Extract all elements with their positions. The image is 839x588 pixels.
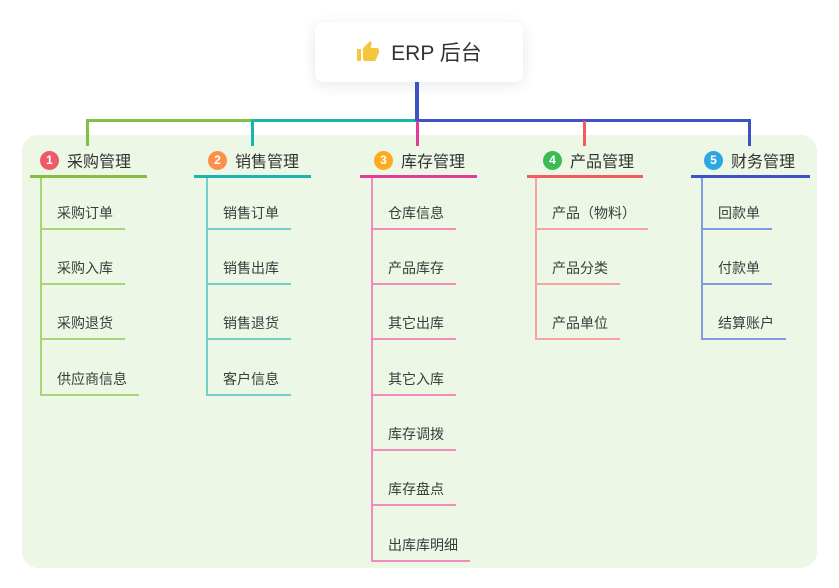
leaf-label: 出库库明细: [388, 537, 458, 553]
branch-spine: [40, 178, 42, 396]
branch-number-badge: 2: [208, 150, 227, 170]
leaf-node[interactable]: 仓库信息: [371, 200, 456, 230]
connector-spread-left: [86, 119, 254, 122]
leaf-node[interactable]: 结算账户: [701, 310, 786, 340]
leaf-node[interactable]: 销售出库: [206, 255, 291, 285]
branch-underline: [194, 175, 311, 178]
leaf-label: 仓库信息: [388, 205, 444, 221]
leaf-node[interactable]: 采购入库: [40, 255, 125, 285]
leaf-node[interactable]: 产品分类: [535, 255, 620, 285]
branch-node-3[interactable]: 3 库存管理: [374, 148, 465, 172]
leaf-node[interactable]: 库存调拨: [371, 421, 456, 451]
connector-drop-branch-5: [748, 119, 751, 146]
leaf-node[interactable]: 产品（物料）: [535, 200, 648, 230]
leaf-label: 采购入库: [57, 260, 113, 276]
branch-underline: [360, 175, 477, 178]
branch-spine: [371, 178, 373, 562]
leaf-node[interactable]: 其它出库: [371, 310, 456, 340]
branch-number-badge: 5: [704, 150, 723, 170]
root-title: ERP 后台: [391, 42, 482, 65]
leaf-node[interactable]: 采购订单: [40, 200, 125, 230]
branch-spine: [206, 178, 208, 396]
branch-underline: [691, 175, 810, 178]
leaf-label: 销售出库: [223, 260, 279, 276]
connector-drop-branch-2: [251, 119, 254, 146]
leaf-label: 库存调拨: [388, 426, 444, 442]
leaf-node[interactable]: 产品库存: [371, 255, 456, 285]
branch-node-4[interactable]: 4 产品管理: [543, 148, 634, 172]
leaf-node[interactable]: 库存盘点: [371, 476, 456, 506]
leaf-node[interactable]: 供应商信息: [40, 366, 139, 396]
leaf-label: 产品分类: [552, 260, 608, 276]
leaf-node[interactable]: 采购退货: [40, 310, 125, 340]
branch-label: 销售管理: [235, 154, 300, 171]
leaf-label: 供应商信息: [57, 371, 127, 387]
branch-spine: [535, 178, 537, 340]
leaf-node[interactable]: 回款单: [701, 200, 772, 230]
leaf-label: 客户信息: [223, 371, 279, 387]
leaf-label: 结算账户: [718, 315, 774, 331]
leaf-label: 付款单: [718, 260, 760, 276]
leaf-label: 销售退货: [223, 315, 279, 331]
leaf-label: 产品库存: [388, 260, 444, 276]
leaf-node[interactable]: 其它入库: [371, 366, 456, 396]
root-connector-line: [415, 82, 419, 121]
connector-drop-branch-4: [583, 121, 586, 146]
connector-drop-branch-1: [86, 119, 89, 146]
branches-panel: [22, 135, 817, 568]
leaf-label: 销售订单: [223, 205, 279, 221]
branch-node-1[interactable]: 1 采购管理: [40, 148, 131, 172]
thumbs-up-icon: [357, 41, 380, 61]
connector-spread-right: [417, 119, 751, 122]
branch-spine: [701, 178, 703, 340]
leaf-label: 库存盘点: [388, 481, 444, 497]
leaf-node[interactable]: 出库库明细: [371, 532, 470, 562]
leaf-label: 其它出库: [388, 315, 444, 331]
connector-spread-mid: [251, 119, 419, 122]
branch-node-2[interactable]: 2 销售管理: [208, 148, 299, 172]
connector-drop-branch-3: [416, 121, 419, 146]
leaf-label: 采购订单: [57, 205, 113, 221]
branch-underline: [527, 175, 643, 178]
branch-label: 财务管理: [731, 154, 796, 171]
leaf-label: 产品（物料）: [552, 205, 636, 221]
leaf-label: 回款单: [718, 205, 760, 221]
branch-number-badge: 3: [374, 150, 393, 170]
branch-label: 产品管理: [570, 154, 635, 171]
leaf-label: 产品单位: [552, 315, 608, 331]
branch-number-badge: 1: [40, 150, 59, 170]
branch-label: 库存管理: [401, 154, 466, 171]
leaf-node[interactable]: 客户信息: [206, 366, 291, 396]
leaf-node[interactable]: 销售订单: [206, 200, 291, 230]
branch-underline: [30, 175, 147, 178]
leaf-label: 其它入库: [388, 371, 444, 387]
leaf-label: 采购退货: [57, 315, 113, 331]
root-node[interactable]: ERP 后台: [315, 22, 523, 82]
leaf-node[interactable]: 付款单: [701, 255, 772, 285]
leaf-node[interactable]: 产品单位: [535, 310, 620, 340]
branch-node-5[interactable]: 5 财务管理: [704, 148, 795, 172]
branch-label: 采购管理: [67, 154, 132, 171]
branch-number-badge: 4: [543, 150, 562, 170]
leaf-node[interactable]: 销售退货: [206, 310, 291, 340]
